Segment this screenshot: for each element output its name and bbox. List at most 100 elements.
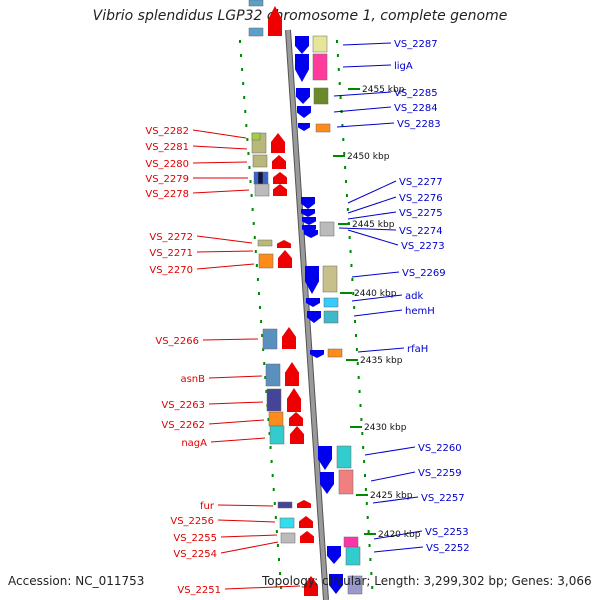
accession-label: Accession: NC_011753 bbox=[8, 574, 145, 588]
gene-box bbox=[280, 532, 296, 544]
gene-label-VS_2269: VS_2269 bbox=[402, 268, 446, 279]
forward-arrow bbox=[273, 184, 287, 196]
leader-line bbox=[196, 250, 254, 253]
ruler-tick-label: 2455 kbp bbox=[362, 85, 405, 95]
leader-line bbox=[338, 227, 397, 231]
gene-label-VS_2256: VS_2256 bbox=[170, 516, 214, 527]
forward-arrow bbox=[299, 516, 313, 528]
gene-box bbox=[319, 221, 335, 237]
leader-line bbox=[192, 161, 248, 164]
reverse-arrow bbox=[301, 209, 315, 217]
leader-line bbox=[196, 263, 255, 270]
gene-label-VS_2287: VS_2287 bbox=[394, 39, 438, 50]
leader-line bbox=[333, 91, 392, 97]
gene-box bbox=[323, 310, 339, 324]
reverse-arrow bbox=[296, 88, 310, 104]
leader-line bbox=[217, 504, 274, 507]
gene-box bbox=[252, 154, 268, 168]
leader-line bbox=[192, 145, 248, 150]
gene-label-VS_2272: VS_2272 bbox=[149, 232, 193, 243]
leader-line bbox=[192, 189, 250, 194]
reverse-arrow bbox=[318, 446, 332, 470]
gene-box bbox=[257, 239, 273, 247]
ruler-tick-label: 2425 kbp bbox=[370, 491, 413, 501]
forward-arrow bbox=[277, 240, 291, 248]
reverse-arrow bbox=[329, 574, 343, 594]
leader-line bbox=[342, 64, 392, 68]
forward-arrow bbox=[272, 155, 286, 169]
gene-box bbox=[343, 536, 359, 548]
gene-label-VS_2273: VS_2273 bbox=[401, 241, 445, 252]
gene-box bbox=[248, 0, 264, 7]
leader-line bbox=[364, 446, 416, 456]
gene-label-VS_2262: VS_2262 bbox=[161, 420, 205, 431]
gene-box bbox=[269, 425, 285, 445]
gene-label-VS_2257: VS_2257 bbox=[421, 493, 465, 504]
ruler-tick-label: 2430 kbp bbox=[364, 423, 407, 433]
leader-line bbox=[217, 519, 276, 523]
leader-line bbox=[210, 437, 266, 443]
gene-box bbox=[258, 253, 274, 269]
gene-label-VS_2266: VS_2266 bbox=[155, 336, 199, 347]
gene-label-fur: fur bbox=[200, 501, 215, 512]
leader-line bbox=[351, 271, 400, 278]
gene-label-VS_2285: VS_2285 bbox=[394, 88, 438, 99]
gene-label-VS_2277: VS_2277 bbox=[399, 177, 443, 188]
gene-box bbox=[323, 297, 339, 308]
forward-arrow bbox=[268, 6, 282, 36]
reverse-arrow bbox=[297, 106, 311, 118]
ruler-tick-label: 2420 kbp bbox=[378, 530, 421, 540]
ruler-tick-label: 2435 kbp bbox=[360, 356, 403, 366]
forward-arrow bbox=[271, 133, 285, 153]
ruler-tick-label: 2440 kbp bbox=[354, 289, 397, 299]
gene-label-VS_2271: VS_2271 bbox=[149, 248, 193, 259]
reverse-arrow bbox=[305, 266, 319, 294]
gene-box bbox=[266, 388, 282, 412]
gene-box bbox=[279, 517, 295, 529]
gene-box bbox=[347, 575, 363, 595]
gene-label-VS_2253: VS_2253 bbox=[425, 527, 469, 538]
reverse-arrow bbox=[327, 546, 341, 564]
gene-box bbox=[248, 27, 264, 37]
leader-line bbox=[336, 122, 395, 128]
gene-label-VS_2282: VS_2282 bbox=[145, 126, 189, 137]
gene-box bbox=[268, 411, 284, 427]
leader-line bbox=[208, 375, 263, 379]
gene-label-VS_2283: VS_2283 bbox=[397, 119, 441, 130]
gene-box bbox=[327, 348, 343, 358]
reverse-arrow bbox=[298, 123, 310, 131]
reverse-arrow bbox=[306, 298, 320, 307]
gene-label-hemH: hemH bbox=[405, 306, 435, 317]
reverse-arrow bbox=[301, 197, 315, 209]
leader-line bbox=[208, 401, 264, 405]
gene-label-VS_2255: VS_2255 bbox=[173, 533, 217, 544]
leader-line bbox=[347, 211, 397, 220]
leader-line bbox=[196, 235, 253, 244]
gene-label-VS_2279: VS_2279 bbox=[145, 174, 189, 185]
leader-line bbox=[220, 541, 279, 554]
gene-label-VS_2276: VS_2276 bbox=[399, 193, 443, 204]
gene-label-ligA: ligA bbox=[394, 61, 413, 72]
gene-label-nagA: nagA bbox=[181, 438, 207, 449]
gene-box bbox=[251, 132, 261, 141]
leader-line bbox=[220, 534, 278, 538]
forward-arrow bbox=[273, 172, 287, 184]
leader-line bbox=[202, 338, 259, 341]
reverse-arrow bbox=[304, 230, 318, 238]
forward-arrow bbox=[297, 500, 311, 508]
leader-line bbox=[347, 229, 399, 246]
gene-label-VS_2274: VS_2274 bbox=[399, 226, 443, 237]
leader-line bbox=[372, 496, 419, 504]
leader-line bbox=[192, 129, 247, 139]
leader-line bbox=[373, 530, 423, 540]
leader-line bbox=[347, 196, 397, 214]
forward-arrow bbox=[287, 388, 301, 412]
gene-label-VS_2254: VS_2254 bbox=[173, 549, 217, 560]
gene-box bbox=[338, 469, 354, 495]
reverse-arrow bbox=[295, 54, 309, 82]
gene-label-asnB: asnB bbox=[180, 374, 205, 385]
forward-arrow bbox=[290, 426, 304, 444]
leader-line bbox=[224, 585, 301, 590]
gene-label-VS_2275: VS_2275 bbox=[399, 208, 443, 219]
